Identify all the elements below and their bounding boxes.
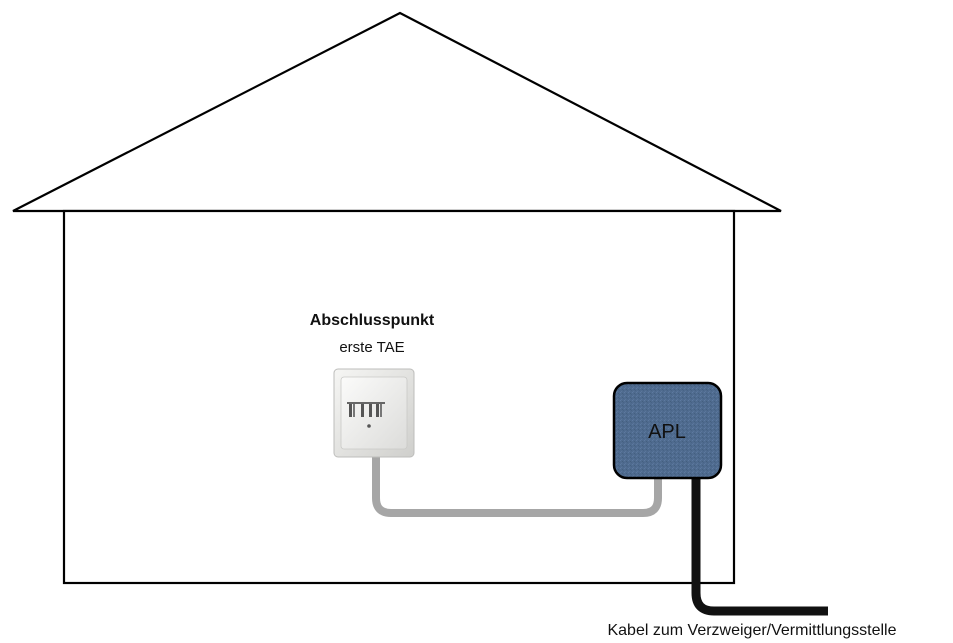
cable-label: Kabel zum Verzweiger/Vermittlungsstelle [607, 622, 896, 639]
apl-box [612, 381, 723, 480]
terminal-subtitle: erste TAE [339, 339, 404, 356]
apl-label: APL [648, 421, 686, 443]
tae-socket-icon [333, 368, 415, 458]
outdoor-cable [691, 470, 828, 616]
house-roof [12, 11, 782, 213]
terminal-title: Abschlusspunkt [310, 312, 435, 329]
indoor-cable [372, 448, 662, 517]
